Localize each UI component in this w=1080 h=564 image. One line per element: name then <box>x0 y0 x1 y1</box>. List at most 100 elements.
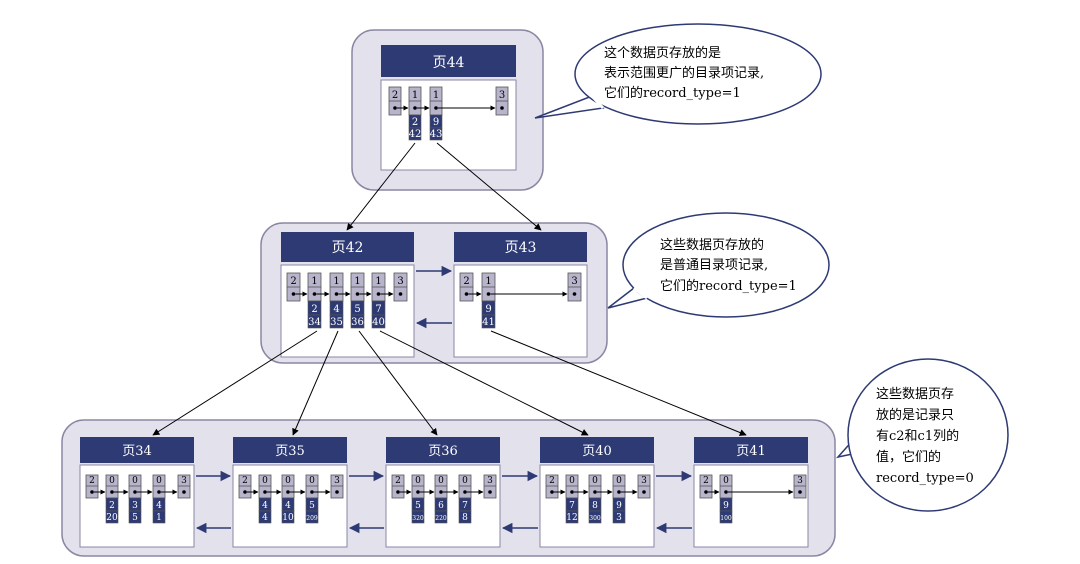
value-box <box>128 510 142 524</box>
record-cell: 3 <box>393 272 408 302</box>
value-label: 300 <box>589 515 601 522</box>
next-record-dot <box>291 292 296 296</box>
next-record-dot <box>724 490 728 494</box>
next-record-dot <box>335 490 339 494</box>
next-record-dot <box>798 490 802 494</box>
key-label: 8 <box>592 501 598 511</box>
value-label: 320 <box>412 515 424 522</box>
page-header <box>454 232 587 262</box>
record-type-label: 2 <box>549 476 555 486</box>
next-record-dot <box>463 490 467 494</box>
record-cell: 078 <box>458 474 472 524</box>
key-label: 3 <box>132 501 138 511</box>
key-label: 4 <box>262 501 268 511</box>
record-type-label: 3 <box>797 476 803 486</box>
value-label: 41 <box>482 317 495 328</box>
record-type-label: 2 <box>703 476 709 486</box>
pointer-42-to-40 <box>379 330 589 436</box>
next-record-dot <box>286 490 290 494</box>
record-type-label: 1 <box>433 90 439 101</box>
value-label: 35 <box>330 317 343 328</box>
record-type-label: 1 <box>354 276 360 287</box>
next-record-dot <box>263 490 267 494</box>
record-header-box <box>177 474 191 499</box>
page-header <box>694 437 808 463</box>
value-box <box>329 314 344 329</box>
value-box <box>719 510 733 524</box>
next-record-dot <box>312 292 317 296</box>
page-header <box>381 45 516 77</box>
next-record-dot <box>500 106 504 110</box>
record-cell: 3 <box>567 272 582 302</box>
next-record-dot <box>355 292 360 296</box>
next-record-dot <box>416 490 420 494</box>
value-box <box>258 510 272 524</box>
record-type-label: 0 <box>415 476 421 486</box>
next-record-dot <box>310 490 314 494</box>
page-title: 页44 <box>433 55 465 71</box>
record-type-label: 1 <box>485 276 491 287</box>
record-type-label: 3 <box>641 476 647 486</box>
next-record-dot <box>110 490 114 494</box>
pointer-42-to-36 <box>358 330 438 436</box>
page-header <box>386 437 500 463</box>
record-type-label: 0 <box>462 476 468 486</box>
record-type-label: 3 <box>487 476 493 486</box>
value-box <box>305 510 319 524</box>
next-record-dot <box>396 490 400 494</box>
pointer-44-to-42 <box>346 142 416 231</box>
value-label: 20 <box>106 513 118 523</box>
record-type-label: 1 <box>311 276 317 287</box>
value-label: 4 <box>262 513 268 523</box>
pointer-44-to-43 <box>436 142 542 231</box>
record-cell: 3 <box>495 86 509 116</box>
next-record-dot <box>90 490 94 494</box>
pointer-43-to-41 <box>490 330 747 436</box>
page-title: 页34 <box>122 444 152 459</box>
key-label: 2 <box>412 117 418 128</box>
next-record-dot <box>434 106 438 110</box>
next-record-dot <box>398 292 403 296</box>
record-type-label: 0 <box>132 476 138 486</box>
value-box <box>281 510 295 524</box>
key-label: 7 <box>462 501 468 511</box>
record-cell: 2 <box>545 474 559 499</box>
page-title: 页36 <box>428 444 458 459</box>
value-box <box>152 510 166 524</box>
record-cell: 2 <box>388 86 402 116</box>
next-record-dot <box>182 490 186 494</box>
pointer-42-to-35 <box>292 330 339 436</box>
record-type-label: 3 <box>571 276 577 287</box>
key-label: 5 <box>309 501 315 511</box>
record-type-label: 1 <box>333 276 339 287</box>
record-cell: 3 <box>483 474 497 499</box>
callout-text: 这个数据页存放的是 表示范围更广的目录项记录, 它们的record_type=1 <box>604 45 768 101</box>
key-label: 6 <box>438 501 444 511</box>
record-type-label: 2 <box>89 476 95 486</box>
record-type-label: 0 <box>616 476 622 486</box>
page-title: 页40 <box>582 444 612 459</box>
key-label: 9 <box>433 117 439 128</box>
record-header-box <box>330 474 344 499</box>
record-type-label: 2 <box>392 90 398 101</box>
next-record-dot <box>550 490 554 494</box>
record-cell: 2 <box>391 474 405 499</box>
key-label: 9 <box>616 501 622 511</box>
key-label: 9 <box>485 304 491 315</box>
value-box <box>588 510 602 524</box>
record-type-label: 2 <box>395 476 401 486</box>
page-header <box>281 232 414 262</box>
value-label: 5 <box>132 513 138 523</box>
value-box <box>458 510 472 524</box>
key-label: 2 <box>109 501 115 511</box>
key-label: 7 <box>569 501 575 511</box>
value-label: 3 <box>616 513 622 523</box>
record-type-label: 0 <box>285 476 291 486</box>
